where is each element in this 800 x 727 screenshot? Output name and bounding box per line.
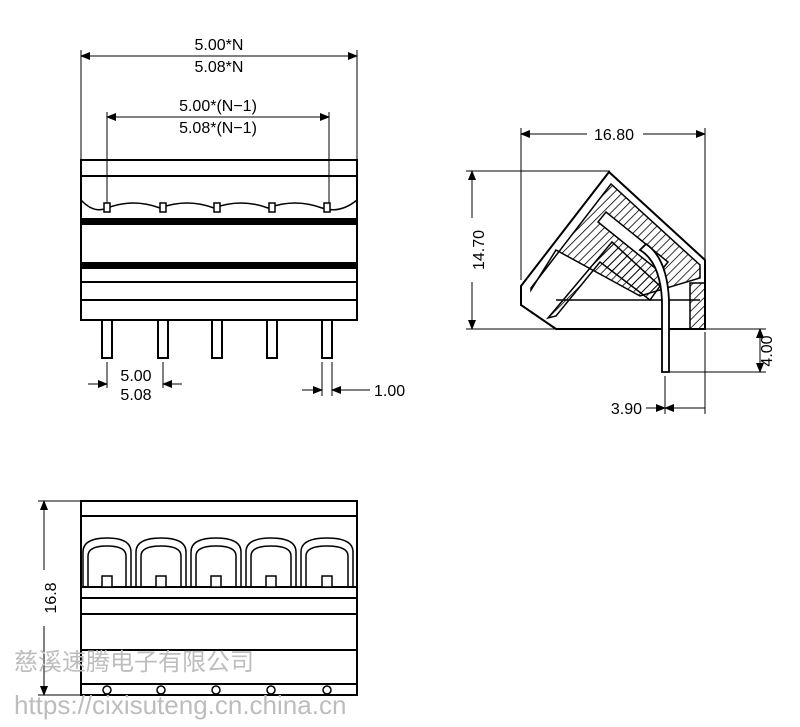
depth-label: 16.80 [594, 127, 634, 144]
watermark-company: 慈溪速腾电子有限公司 [14, 649, 254, 676]
side-housing [520, 170, 706, 330]
top-height-label: 16.8 [43, 582, 60, 613]
overall-width-500-label: 5.00*N [195, 37, 244, 54]
pitch-508-label: 5.08 [120, 387, 151, 404]
pitch-dimension [88, 362, 182, 388]
pitch-span-500-label: 5.00*(N−1) [179, 98, 257, 115]
top-terminal-cavities [82, 537, 354, 588]
front-view: 5.00*N 5.08*N 5.00*(N−1) 5.08*(N−1) [80, 37, 405, 404]
overall-width-508-label: 5.08*N [195, 59, 244, 76]
top-height-dimension [38, 500, 81, 696]
top-view: 16.8 [38, 500, 358, 696]
pin-offset-dimension [646, 332, 706, 414]
pin-length-label: 4.00 [759, 335, 776, 366]
pin-width-dimension [302, 362, 370, 396]
pin-length-dimension [669, 328, 766, 373]
front-body-outline [80, 159, 358, 321]
overall-width-dimension [80, 50, 358, 160]
height-label: 14.70 [471, 230, 488, 270]
pitch-span-508-label: 5.08*(N−1) [179, 120, 257, 137]
top-pin-dots [102, 685, 332, 695]
pin-offset-label: 3.90 [611, 401, 642, 418]
height-dimension [466, 170, 610, 330]
pitch-500-label: 5.00 [120, 368, 151, 385]
watermark-url: https://cixisuteng.cn.china.cn [14, 690, 346, 720]
pin-width-label: 1.00 [374, 383, 405, 400]
front-pins [101, 202, 333, 359]
side-pin [638, 242, 670, 373]
side-view: 16.80 14.70 4.00 [466, 127, 776, 418]
